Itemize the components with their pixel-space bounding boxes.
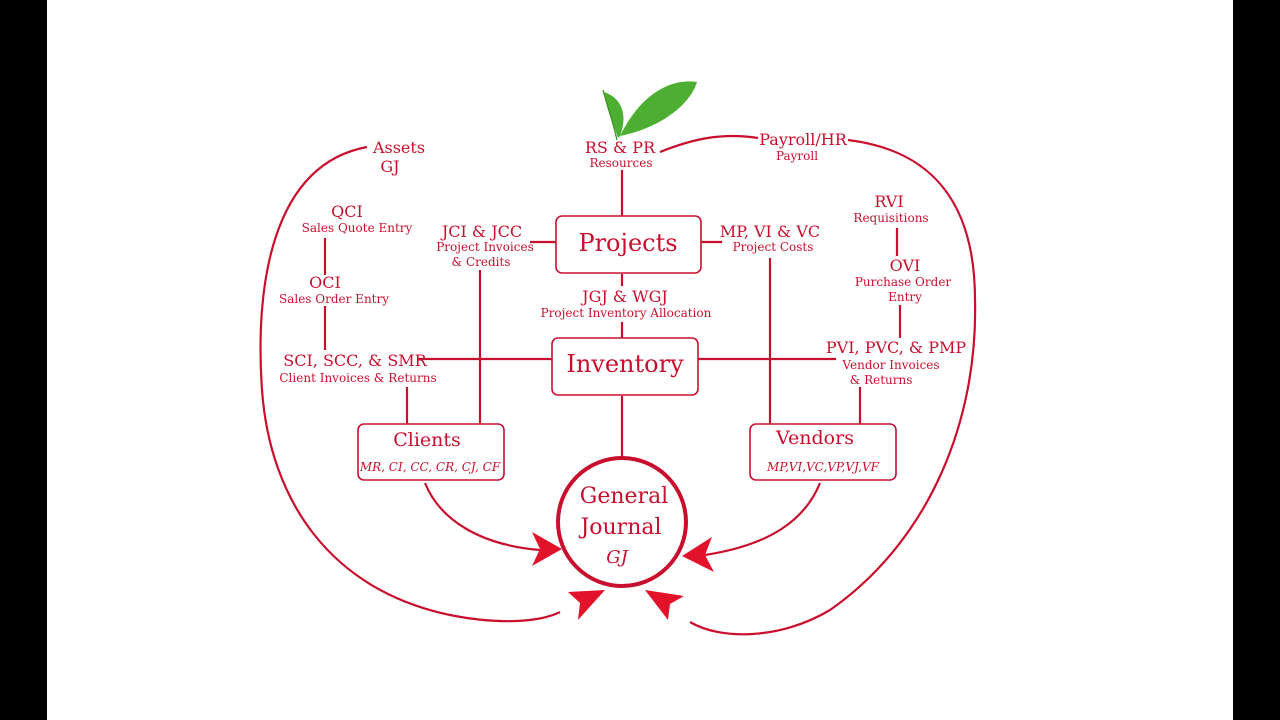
- leaf-icon: [602, 81, 697, 141]
- rvi-sub: Requisitions: [853, 211, 928, 225]
- oci-title: OCI: [309, 273, 341, 292]
- jgj-sub: Project Inventory Allocation: [541, 306, 712, 320]
- ovi-sub2: Entry: [888, 290, 922, 304]
- payroll-title: Payroll/HR: [759, 130, 847, 149]
- projects-box: [555, 215, 702, 274]
- payroll-sub: Payroll: [776, 149, 818, 163]
- vendors-title: Vendors: [775, 427, 854, 449]
- jci-title: JCI & JCC: [440, 222, 522, 241]
- pvi-title: PVI, PVC, & PMP: [826, 338, 966, 357]
- inventory-title: Inventory: [566, 350, 684, 378]
- pvi-sub1: Vendor Invoices: [841, 358, 939, 372]
- qci-title: QCI: [331, 202, 363, 221]
- sci-sub: Client Invoices & Returns: [279, 371, 436, 385]
- clients-box: [357, 423, 505, 481]
- general-journal-line2: Journal: [578, 515, 661, 540]
- apple-outline-top-right: [659, 134, 759, 154]
- qci-sub: Sales Quote Entry: [302, 221, 413, 235]
- apple-outline-left: [259, 145, 561, 623]
- rvi-title: RVI: [874, 192, 903, 211]
- journal-arrows: [423, 482, 822, 620]
- jci-sub2: & Credits: [451, 255, 510, 269]
- clients-codes: MR, CI, CC, CR, CJ, CF: [359, 460, 501, 474]
- mp-vi-sub: Project Costs: [733, 240, 814, 254]
- mp-vi-title: MP, VI & VC: [720, 222, 820, 241]
- ovi-title: OVI: [890, 256, 921, 275]
- inventory-box: [551, 337, 699, 396]
- ovi-sub1: Purchase Order: [855, 275, 952, 289]
- general-journal-line1: General: [580, 484, 668, 509]
- rs-pr-title: RS & PR: [585, 138, 656, 157]
- vendors-box: [749, 423, 897, 481]
- general-journal-sub: GJ: [606, 547, 629, 568]
- clients-title: Clients: [393, 429, 461, 451]
- connector-lines: [323, 170, 902, 458]
- projects-title: Projects: [578, 229, 677, 257]
- assets-title: Assets: [372, 138, 425, 157]
- jci-sub1: Project Invoices: [436, 240, 534, 254]
- pvi-sub2: & Returns: [850, 373, 913, 387]
- apple-outline-right: [689, 138, 977, 636]
- jgj-title: JGJ & WGJ: [580, 287, 668, 306]
- general-journal-circle: [556, 456, 688, 588]
- rs-pr-sub: Resources: [590, 156, 653, 170]
- assets-sub: GJ: [380, 157, 399, 176]
- vendors-codes: MP,VI,VC,VP,VJ,VF: [766, 460, 880, 474]
- sci-title: SCI, SCC, & SMR: [283, 351, 427, 370]
- oci-sub: Sales Order Entry: [279, 292, 389, 306]
